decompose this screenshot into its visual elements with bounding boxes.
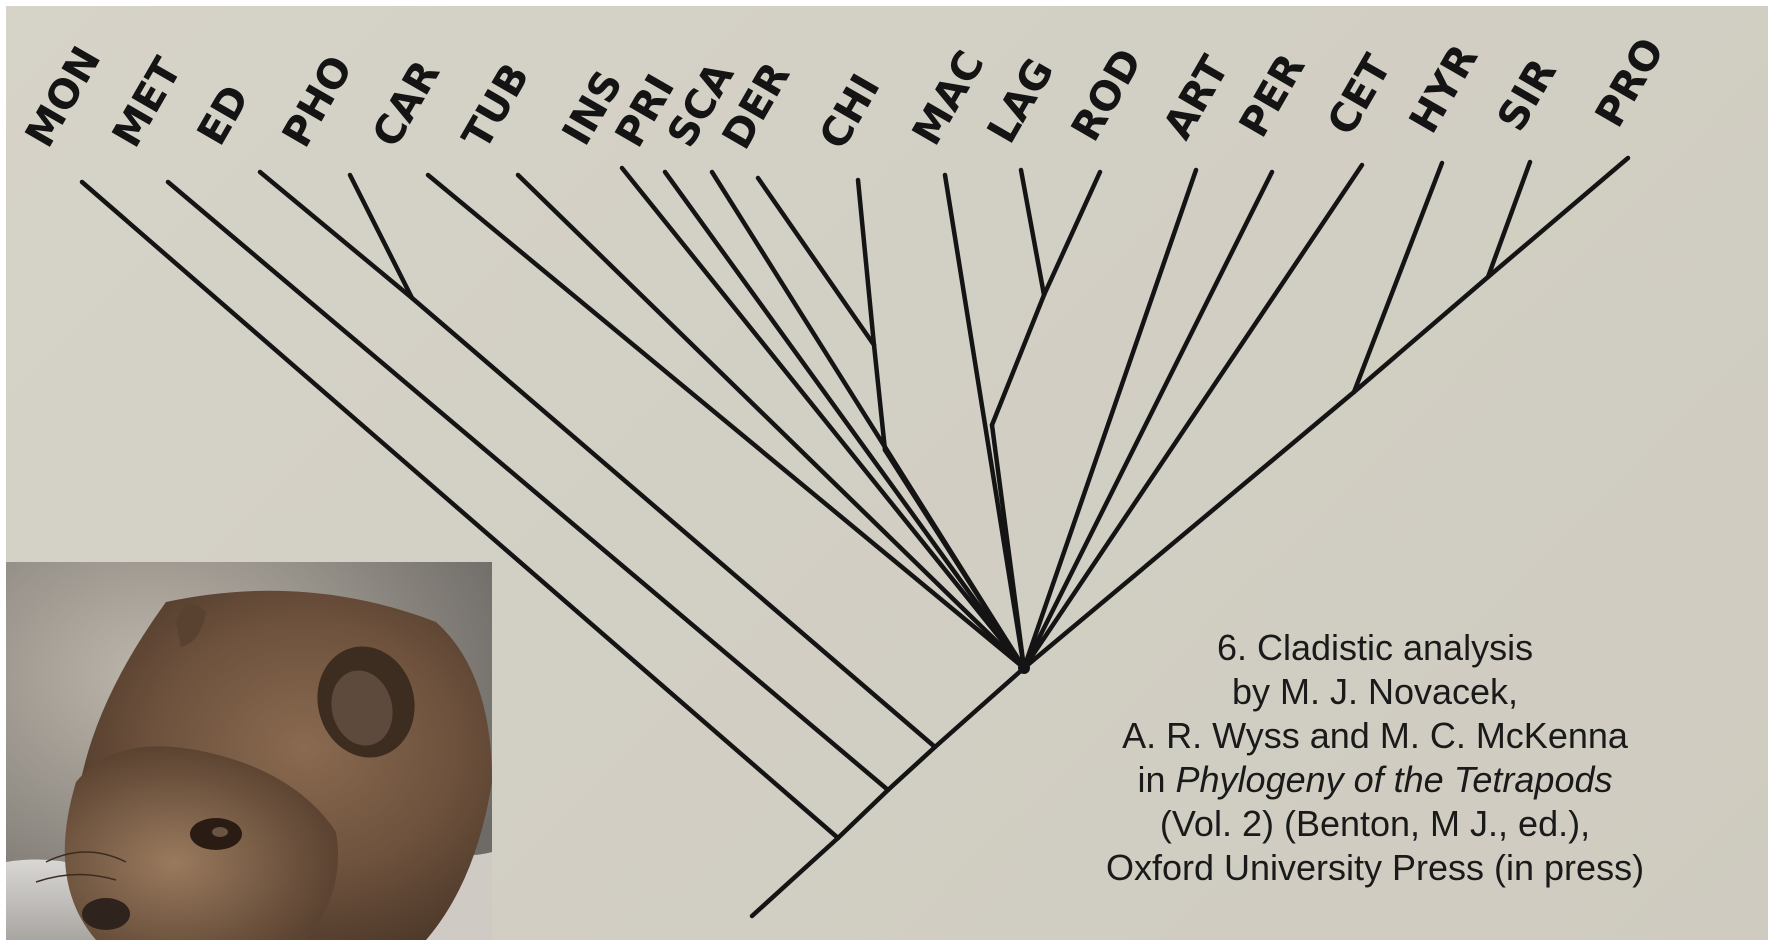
- branch-rod: [1044, 172, 1100, 295]
- branch-stem-b: [888, 747, 935, 790]
- branch-tub: [518, 175, 1024, 668]
- caption-line: by M. J. Novacek,: [1015, 670, 1735, 714]
- taxon-label: CAR: [364, 53, 449, 155]
- root-stem: [752, 838, 838, 916]
- taxon-label: PRO: [1587, 30, 1674, 135]
- branch-stem-a: [838, 790, 888, 838]
- caption-line: A. R. Wyss and M. C. McKenna: [1015, 714, 1735, 758]
- taxon-label: MON: [17, 39, 110, 155]
- branch-pri: [665, 172, 1024, 668]
- figure-caption: 6. Cladistic analysis by M. J. Novacek, …: [1015, 626, 1735, 890]
- hyrax-illustration: [6, 562, 492, 940]
- branch-der: [758, 178, 874, 345]
- branch-pho: [350, 175, 412, 298]
- taxon-label: CET: [1319, 47, 1401, 143]
- branch-lagrod-mid: [992, 295, 1044, 425]
- taxon-label: TUB: [454, 56, 539, 157]
- taxon-label: CHI: [811, 67, 890, 157]
- hyrax-photo: [6, 562, 492, 940]
- taxon-label: ROD: [1063, 41, 1152, 149]
- taxon-label: MET: [104, 50, 191, 155]
- branch-chi: [858, 180, 874, 345]
- caption-line: in Phylogeny of the Tetrapods: [1015, 758, 1735, 802]
- taxon-label: HYR: [1401, 37, 1487, 141]
- taxon-labels: MON MET ED PHO CAR TUB INS PRI SCA DER C…: [17, 30, 1674, 157]
- caption-line: (Vol. 2) (Benton, M J., ed.),: [1015, 802, 1735, 846]
- branch-cet: [1024, 165, 1362, 668]
- taxon-label: SIR: [1489, 51, 1566, 139]
- taxon-label: PER: [1231, 46, 1315, 145]
- taxon-label: MAC: [904, 43, 994, 153]
- branch-stem-c: [935, 668, 1024, 747]
- branch-derchi-stem: [885, 450, 1024, 668]
- caption-line: Oxford University Press (in press): [1015, 846, 1735, 890]
- taxon-label: ED: [189, 78, 259, 153]
- branch-hyr: [1354, 163, 1442, 392]
- branch-car: [428, 175, 1024, 668]
- branch-ins: [622, 168, 1024, 668]
- taxon-label: ART: [1155, 48, 1239, 147]
- caption-line: 6. Cladistic analysis: [1015, 626, 1735, 670]
- branch-per: [1024, 172, 1272, 668]
- taxon-label: PHO: [274, 48, 362, 155]
- caption-in: in: [1137, 759, 1175, 800]
- caption-book-title: Phylogeny of the Tetrapods: [1176, 759, 1613, 800]
- branch-lag: [1021, 170, 1044, 295]
